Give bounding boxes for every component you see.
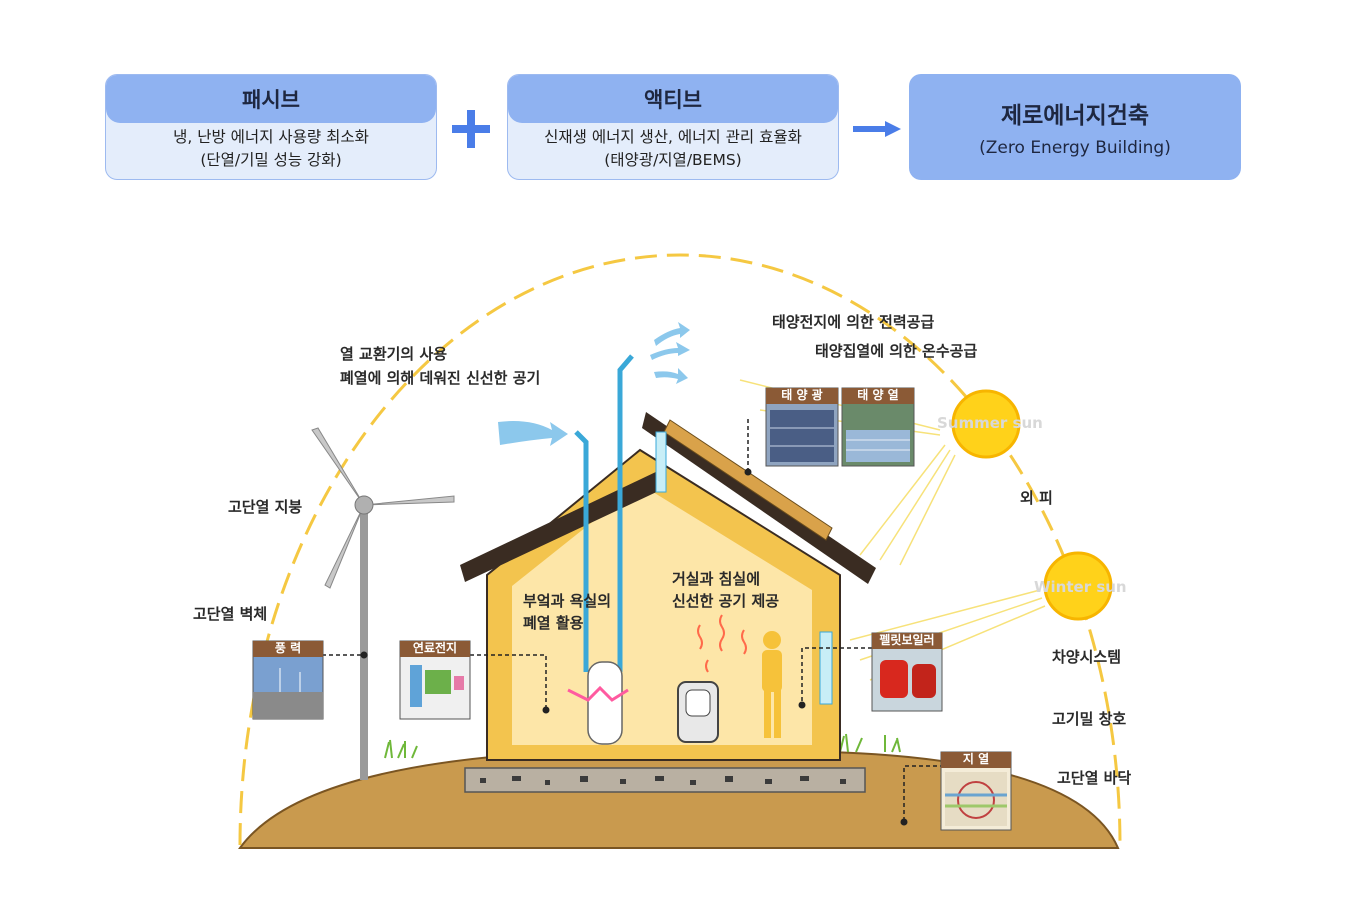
solar-heat-thumbnail: [841, 387, 915, 467]
heat-exchanger: [587, 661, 623, 745]
label-living-2: 신선한 공기 제공: [672, 592, 780, 610]
window-upper: [655, 431, 667, 493]
label-solar-thermal: 태양집열에 의한 온수공급: [815, 342, 978, 360]
dashed-dome: [238, 253, 1122, 846]
label-airtight-window: 고기밀 창호: [1052, 710, 1127, 728]
label-insulated-wall: 고단열 벽체: [193, 605, 268, 623]
solar-panel-roof: [663, 419, 833, 541]
label-solar-cell: 태양전지에 의한 전력공급: [772, 313, 935, 331]
active-line1: 신재생 에너지 생산, 에너지 관리 효율화: [544, 128, 802, 146]
geothermal-thumbnail-title: 지 열: [962, 752, 990, 766]
passive-line2: (단열/기밀 성능 강화): [200, 151, 342, 169]
solar-heat-thumbnail-title: 태 양 열: [857, 388, 899, 402]
arrow-right-icon: [853, 121, 901, 137]
label-solar-shading: 차양시스템: [1052, 648, 1122, 666]
duct-exhaust: [617, 354, 634, 672]
pv-thumbnail-title: 태 양 광: [781, 388, 823, 402]
label-winter-sun: Winter sun: [1034, 578, 1127, 596]
airflow-arrows: [498, 322, 690, 446]
active-box: 액티브 신재생 에너지 생산, 에너지 관리 효율화 (태양광/지열/BEMS): [507, 74, 839, 180]
heat-waves: [697, 614, 747, 673]
zeb-box: 제로에너지건축 (Zero Energy Building): [909, 74, 1241, 180]
active-title: 액티브: [508, 75, 838, 123]
pellet-boiler-thumbnail-title: 펠릿보일러: [879, 633, 935, 647]
winter-sun: [1043, 551, 1113, 621]
wind-thumbnail-title: 풍 력: [274, 641, 302, 655]
active-line2: (태양광/지열/BEMS): [604, 151, 742, 169]
pv-thumbnail: [765, 387, 839, 467]
roof-left: [460, 470, 665, 582]
passive-title: 패시브: [106, 75, 436, 123]
fuel-cell-thumbnail: [399, 640, 471, 720]
label-insulated-roof: 고단열 지붕: [228, 498, 303, 516]
geothermal-thumbnail: [940, 751, 1012, 831]
airflow-zigzag: [567, 685, 629, 702]
label-kitchen-2: 폐열 활용: [523, 614, 584, 632]
gravel: [480, 776, 846, 785]
label-heat-exchanger-2: 폐열에 의해 데워진 신선한 공기: [340, 369, 541, 387]
fuel-cell-thumbnail-title: 연료전지: [412, 641, 458, 655]
zeb-title: 제로에너지건축: [1000, 103, 1150, 129]
passive-line1: 냉, 난방 에너지 사용량 최소화: [173, 128, 369, 146]
label-heat-exchanger-1: 열 교환기의 사용: [340, 345, 448, 363]
pellet-boiler-thumbnail: [871, 632, 943, 712]
wind-turbine: [311, 427, 455, 780]
foundation: [464, 767, 866, 793]
grass: [384, 733, 901, 759]
zeb-subtitle: (Zero Energy Building): [979, 138, 1171, 158]
leader-lines: [322, 418, 944, 822]
passive-box: 패시브 냉, 난방 에너지 사용량 최소화 (단열/기밀 성능 강화): [105, 74, 437, 180]
label-kitchen-1: 부엌과 욕실의: [523, 592, 612, 610]
label-shade: 외 피: [1020, 489, 1053, 507]
duct-intake: [574, 430, 589, 672]
wind-thumbnail: [252, 640, 324, 720]
label-living-1: 거실과 침실에: [672, 570, 761, 588]
plus-icon: [452, 110, 490, 148]
summer-sun: [951, 389, 1021, 459]
label-insulated-floor: 고단열 바닥: [1057, 769, 1132, 787]
label-summer-sun: Summer sun: [937, 414, 1043, 432]
person-silhouette: [762, 631, 782, 738]
window-right: [819, 631, 833, 705]
